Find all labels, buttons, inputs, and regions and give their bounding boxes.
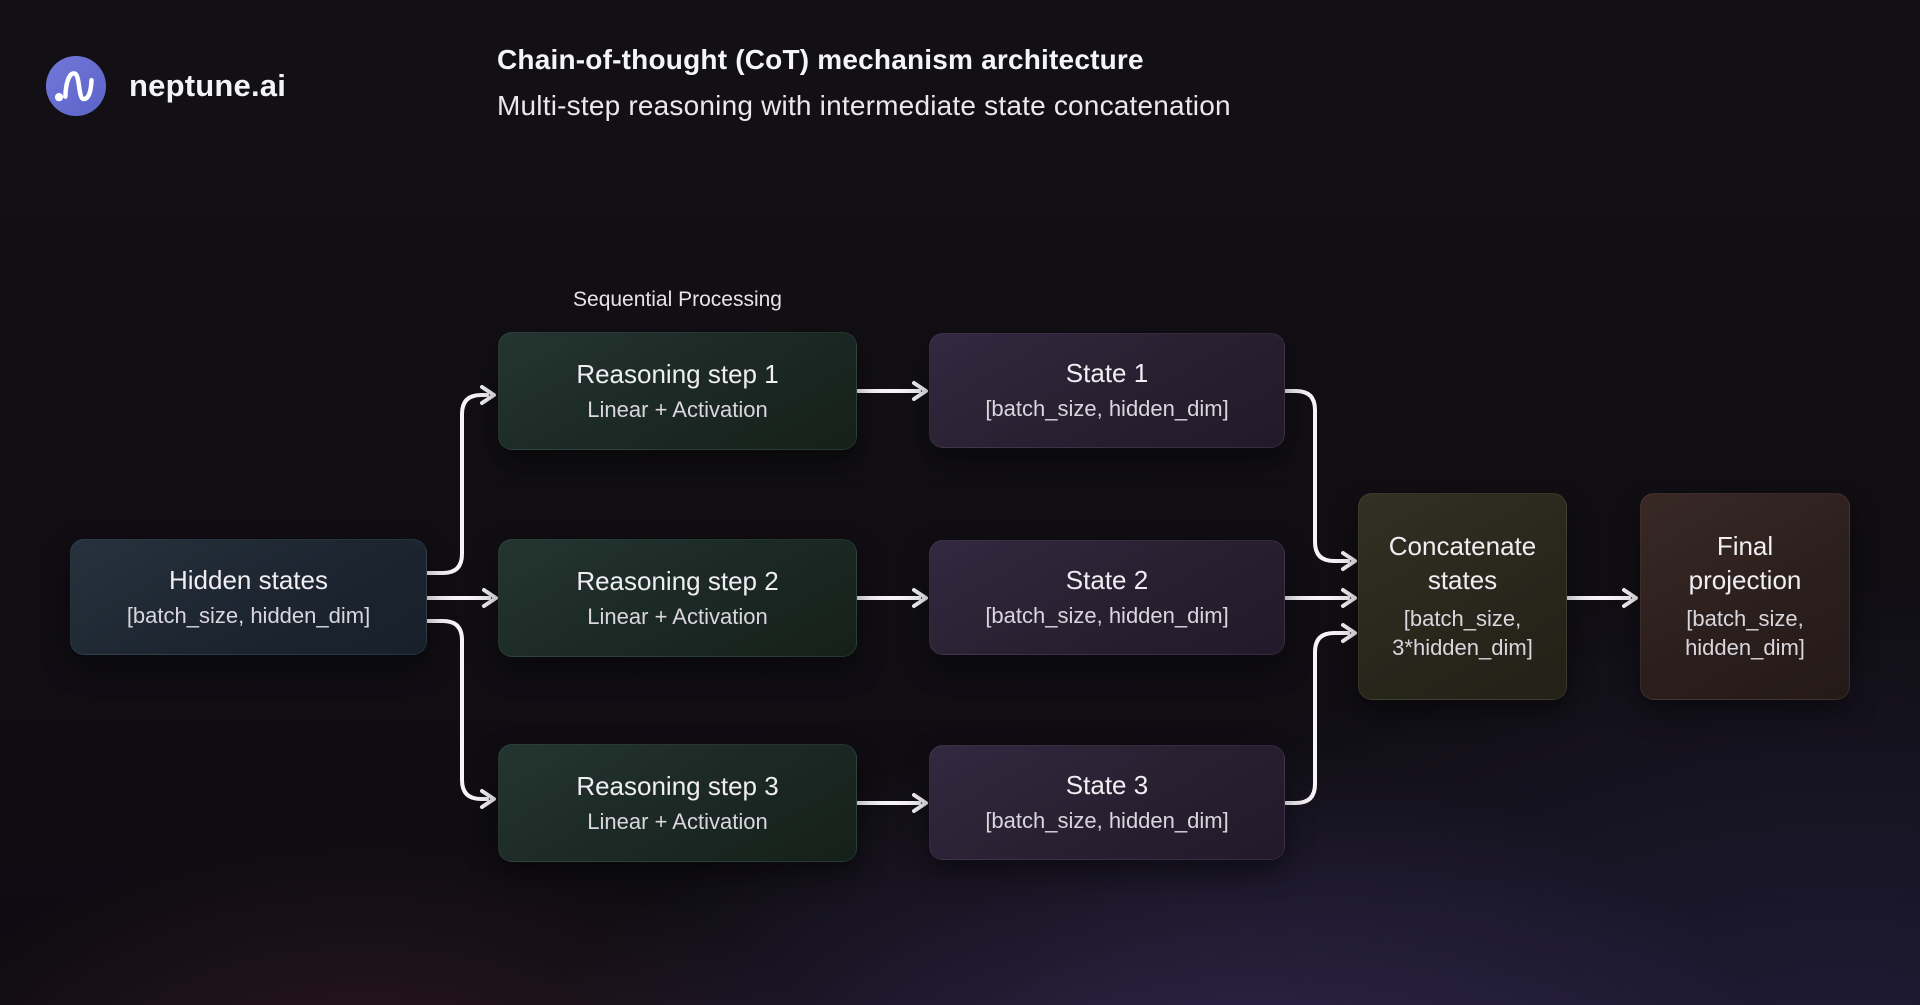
node-title: State 1 <box>1065 358 1149 389</box>
node-subtitle: [batch_size, hidden_dim] <box>985 603 1229 629</box>
node-concatenate-states: Concatenate states [batch_size, 3*hidden… <box>1358 493 1567 700</box>
node-state-3: State 3 [batch_size, hidden_dim] <box>929 745 1285 860</box>
brand: neptune.ai <box>45 55 286 117</box>
arrow-hidden-to-step1 <box>425 385 496 575</box>
node-title: Concatenate states <box>1388 531 1537 595</box>
arrow-step1-to-state1 <box>856 381 928 401</box>
arrow-state1-to-concat <box>1284 389 1357 571</box>
page-title: Chain-of-thought (CoT) mechanism archite… <box>497 44 1144 75</box>
node-title: Reasoning step 1 <box>576 358 779 389</box>
page-subtitle: Multi-step reasoning with intermediate s… <box>497 89 1231 121</box>
node-final-projection: Final projection [batch_size, hidden_dim… <box>1640 493 1850 700</box>
node-title: Reasoning step 3 <box>576 770 779 801</box>
node-title: Hidden states <box>169 564 328 595</box>
node-subtitle: [batch_size, hidden_dim] <box>1685 605 1805 661</box>
header: Chain-of-thought (CoT) mechanism archite… <box>497 44 1231 122</box>
node-title: State 3 <box>1065 770 1149 801</box>
node-reasoning-step-3: Reasoning step 3 Linear + Activation <box>498 744 857 862</box>
arrow-step2-to-state2 <box>856 588 928 608</box>
node-subtitle: [batch_size, hidden_dim] <box>985 808 1229 834</box>
node-subtitle: [batch_size, hidden_dim] <box>126 602 371 628</box>
arrow-state2-to-concat <box>1284 588 1357 608</box>
section-label-sequential-processing: Sequential Processing <box>573 288 782 311</box>
node-subtitle: Linear + Activation <box>587 603 768 629</box>
node-subtitle: Linear + Activation <box>587 396 768 422</box>
arrow-state3-to-concat <box>1284 623 1357 805</box>
arrow-hidden-to-step2 <box>425 588 498 608</box>
node-hidden-states: Hidden states [batch_size, hidden_dim] <box>70 539 427 655</box>
brand-name: neptune.ai <box>129 68 287 103</box>
arrow-hidden-to-step3 <box>425 619 496 809</box>
arrow-step3-to-state3 <box>856 793 928 813</box>
node-reasoning-step-2: Reasoning step 2 Linear + Activation <box>498 539 857 657</box>
node-subtitle: [batch_size, hidden_dim] <box>985 396 1229 422</box>
arrow-concat-to-final <box>1566 588 1638 608</box>
neptune-logo-icon <box>45 55 107 117</box>
node-title: State 2 <box>1065 565 1149 596</box>
node-title: Final projection <box>1688 531 1802 595</box>
node-state-2: State 2 [batch_size, hidden_dim] <box>929 540 1285 655</box>
node-reasoning-step-1: Reasoning step 1 Linear + Activation <box>498 332 857 450</box>
node-title: Reasoning step 2 <box>576 565 779 596</box>
node-subtitle: Linear + Activation <box>587 808 768 834</box>
node-state-1: State 1 [batch_size, hidden_dim] <box>929 333 1285 448</box>
node-subtitle: [batch_size, 3*hidden_dim] <box>1392 605 1533 661</box>
